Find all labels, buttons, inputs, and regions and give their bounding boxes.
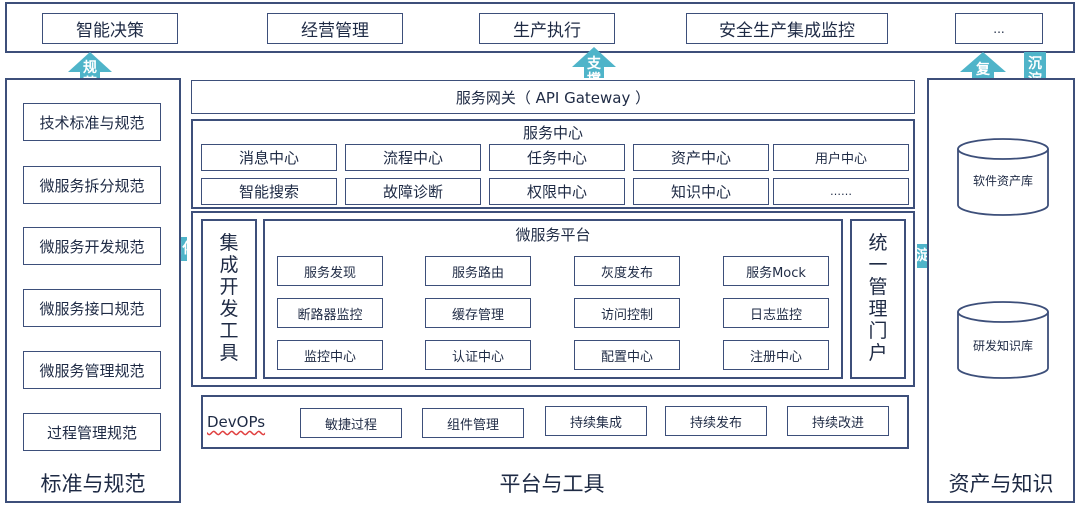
ms-config-center[interactable]: 配置中心 — [574, 340, 680, 370]
ms-access-control[interactable]: 访问控制 — [574, 298, 680, 328]
platform-panel-title: 平台与工具 — [499, 472, 605, 496]
ms-gray-release[interactable]: 灰度发布 — [574, 256, 680, 286]
top-bar — [5, 2, 1075, 53]
api-gateway[interactable]: 服务网关（ API Gateway ） — [191, 80, 915, 114]
ms-monitor-center[interactable]: 监控中心 — [277, 340, 383, 370]
service-fault-diagnosis[interactable]: 故障诊断 — [345, 178, 481, 205]
unified-portal-box[interactable] — [850, 219, 906, 379]
ms-service-mock[interactable]: 服务Mock — [723, 256, 829, 286]
service-smart-search[interactable]: 智能搜索 — [201, 178, 337, 205]
devops-continuous-improvement[interactable]: 持续改进 — [787, 406, 889, 436]
devops-component-management[interactable]: 组件管理 — [422, 408, 524, 438]
ms-service-discovery[interactable]: 服务发现 — [277, 256, 383, 286]
ms-circuit-breaker-monitor[interactable]: 断路器监控 — [277, 298, 383, 328]
standard-item-split[interactable]: 微服务拆分规范 — [23, 166, 161, 204]
support-up-arrow — [572, 47, 616, 97]
standard-item-dev[interactable]: 微服务开发规范 — [23, 227, 161, 265]
service-knowledge-center[interactable]: 知识中心 — [633, 178, 769, 205]
service-center-title: 服务中心 — [522, 123, 583, 142]
service-message-center[interactable]: 消息中心 — [201, 144, 337, 171]
standard-item-process[interactable]: 过程管理规范 — [23, 413, 161, 451]
assets-panel-title: 资产与知识 — [948, 472, 1054, 496]
ms-cache-management[interactable]: 缓存管理 — [425, 298, 531, 328]
ms-service-routing[interactable]: 服务路由 — [425, 256, 531, 286]
service-asset-center[interactable]: 资产中心 — [633, 144, 769, 171]
service-task-center[interactable]: 任务中心 — [489, 144, 625, 171]
ms-registry-center[interactable]: 注册中心 — [723, 340, 829, 370]
top-item-production-execution[interactable]: 生产执行 — [479, 13, 615, 44]
devops-agile-process[interactable]: 敏捷过程 — [300, 408, 402, 438]
microservice-platform-title: 微服务平台 — [515, 225, 591, 244]
service-flow-center[interactable]: 流程中心 — [345, 144, 481, 171]
service-more[interactable]: …… — [773, 178, 909, 205]
dev-tools-label: 集成开发工具 — [219, 232, 239, 364]
rd-knowledge-db-icon — [957, 301, 1049, 379]
standard-item-tech[interactable]: 技术标准与规范 — [23, 103, 161, 141]
service-permission-center[interactable]: 权限中心 — [489, 178, 625, 205]
top-item-more[interactable]: ... — [955, 13, 1043, 44]
standards-panel-title: 标准与规范 — [40, 472, 146, 496]
ms-auth-center[interactable]: 认证中心 — [425, 340, 531, 370]
software-asset-db-icon — [957, 138, 1049, 216]
devops-label: DevOPs — [207, 413, 266, 431]
ms-log-monitor[interactable]: 日志监控 — [723, 298, 829, 328]
top-item-smart-decision[interactable]: 智能决策 — [42, 13, 178, 44]
norms-up-arrow — [68, 52, 112, 102]
software-asset-db-label[interactable]: 软件资产库 — [972, 173, 1033, 188]
top-item-safety-monitoring[interactable]: 安全生产集成监控 — [686, 13, 888, 44]
standard-item-management[interactable]: 微服务管理规范 — [23, 351, 161, 389]
top-item-business-management[interactable]: 经营管理 — [267, 13, 403, 44]
devops-continuous-integration[interactable]: 持续集成 — [545, 406, 647, 436]
reuse-up-arrow — [960, 52, 1006, 102]
dev-tools-box[interactable] — [201, 219, 257, 379]
standard-item-interface[interactable]: 微服务接口规范 — [23, 289, 161, 327]
devops-continuous-delivery[interactable]: 持续发布 — [665, 406, 767, 436]
unified-portal-label: 统一管理门户 — [868, 232, 888, 364]
rd-knowledge-db-label[interactable]: 研发知识库 — [972, 338, 1033, 353]
service-user-center[interactable]: 用户中心 — [773, 144, 909, 171]
